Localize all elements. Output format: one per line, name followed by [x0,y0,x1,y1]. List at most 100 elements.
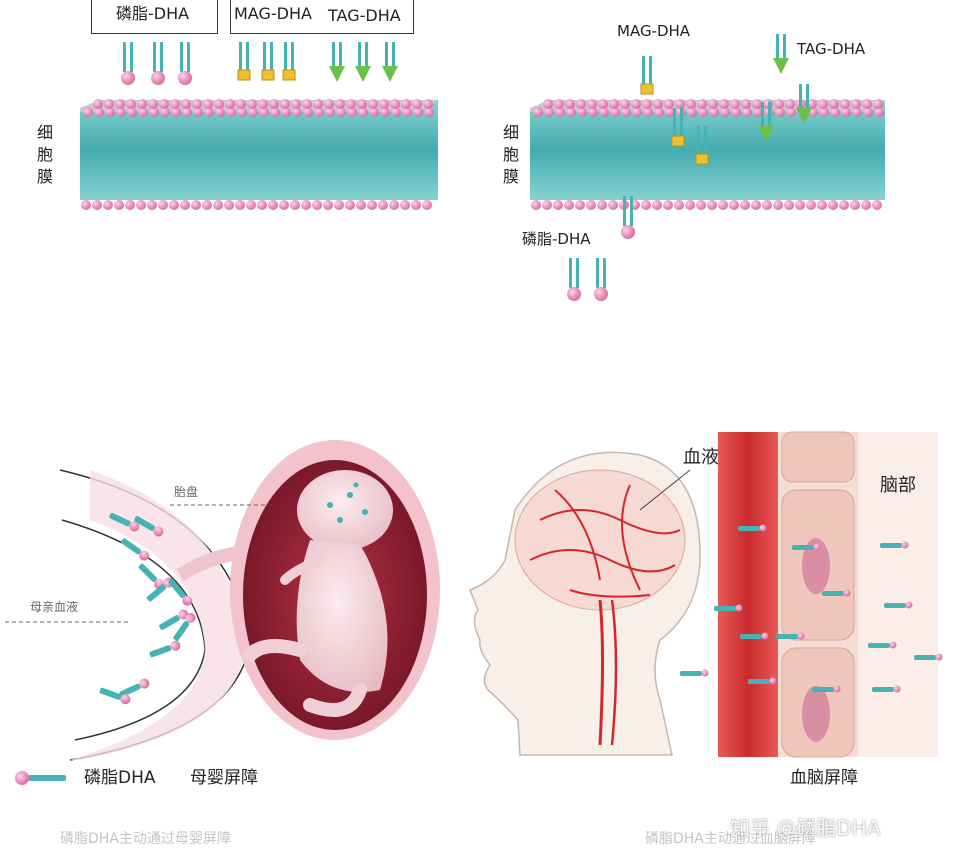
tag-label-left: TAG-DHA [328,6,401,25]
membrane-label-left: 细胞膜 [36,123,53,186]
tag-molecules-left [329,42,398,82]
lipid-head [422,200,432,210]
lipid-head [180,200,190,210]
lipid-head [597,200,607,210]
lipid-head [257,200,267,210]
lipid-head [104,99,114,109]
tag-molecule [355,42,371,82]
lipid-head [665,107,675,117]
lipid-head [740,200,750,210]
phospholipid-molecule [680,669,709,677]
blood-brain-barrier-panel [680,431,943,758]
lipid-head [785,99,795,109]
phospholipid-molecule [121,42,135,85]
lipid-head [127,107,137,117]
lipid-head [280,99,290,109]
lipid-head [839,200,849,210]
lipid-head [863,107,873,117]
phospholipid-molecule [914,653,943,661]
placenta-label: 胎盘 [174,485,199,499]
phospholipid-molecule [868,641,897,649]
lipid-head [356,200,366,210]
lipid-head [841,107,851,117]
lipid-head [753,107,763,117]
phospholipid-molecule [567,258,581,301]
lipid-head [335,99,345,109]
phospholipid-molecule [792,543,821,551]
phospholipid-molecules-left [121,42,192,85]
lipid-head [246,200,256,210]
lipid-head [346,99,356,109]
lipid-head [741,99,751,109]
phospholipid-molecule [594,258,608,301]
lipid-head [290,200,300,210]
lipid-head [587,99,597,109]
lipid-head [159,99,169,109]
lipid-head [663,200,673,210]
lipid-head [819,107,829,117]
lipid-head [83,107,93,117]
lipid-head [181,99,191,109]
lipid-head [213,200,223,210]
lipid-head [555,107,565,117]
mag-molecule [237,42,251,81]
lipid-head [762,200,772,210]
lipid-head [742,107,752,117]
lipid-head [599,107,609,117]
lipid-head [125,200,135,210]
lipid-head [654,107,664,117]
lipid-head [786,107,796,117]
lipid-head [236,99,246,109]
lipid-head [412,99,422,109]
blood-label: 血液 [683,447,719,468]
lipid-head [302,99,312,109]
lipid-head [872,200,882,210]
lipid-head [358,107,368,117]
lipid-head [171,107,181,117]
lipid-head [148,99,158,109]
lipid-head [423,99,433,109]
lipid-head [620,99,630,109]
lipid-head [235,200,245,210]
phospholipid-molecule [151,42,165,85]
lipid-head [850,200,860,210]
phospholipid-molecule [748,677,777,685]
lipid-head [773,200,783,210]
lipid-head [137,99,147,109]
lipid-head [390,99,400,109]
lipid-head [237,107,247,117]
lipid-head [577,107,587,117]
mag-molecule [695,126,709,165]
lipid-head [861,200,871,210]
lipid-head [424,107,434,117]
lipid-head [149,107,159,117]
lipid-head [115,99,125,109]
phospholipid-molecule [621,196,635,239]
lipid-head [564,200,574,210]
lipid-head [247,99,257,109]
mag-molecule [282,42,296,81]
lipid-head [707,200,717,210]
lipid-head [598,99,608,109]
lipid-head [136,200,146,210]
lipid-head [103,200,113,210]
phospholipid-molecule [714,604,743,612]
tag-molecule [382,42,398,82]
lipid-head [588,107,598,117]
lipid-head [697,99,707,109]
placenta-illustration [5,440,440,761]
lipid-head [380,107,390,117]
lipid-head [840,99,850,109]
lipid-head [608,200,618,210]
lipid-head [389,200,399,210]
tag-molecule [758,102,774,142]
lipid-head [731,107,741,117]
lipid-head [226,107,236,117]
phospholipid-molecule [776,632,805,640]
lipid-head [653,99,663,109]
lipid-head [664,99,674,109]
lipid-head [874,107,884,117]
phospholipid-molecule [149,640,181,658]
lipid-head [158,200,168,210]
mag-molecule [671,108,685,147]
